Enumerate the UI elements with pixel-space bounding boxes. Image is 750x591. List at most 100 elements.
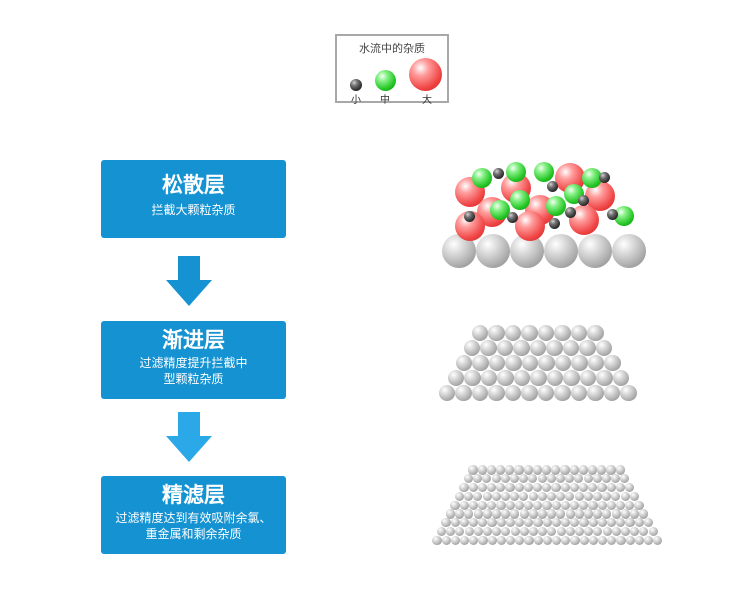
fine-media-ball <box>533 500 543 510</box>
fine-media-ball <box>519 509 529 519</box>
gradual-media-ball <box>579 339 596 357</box>
gradual-media-ball <box>463 339 481 357</box>
fine-media-ball <box>547 509 557 519</box>
medium-impurity <box>506 162 526 182</box>
fine-media-ball <box>611 527 621 537</box>
fine-media-ball <box>611 491 621 501</box>
fine-media-ball <box>500 491 511 501</box>
gradual-media-ball <box>562 339 580 357</box>
fine-media-ball <box>574 491 584 501</box>
fine-media-ball <box>551 465 561 475</box>
gradual-media-ball <box>488 384 505 402</box>
fine-media-ball <box>506 535 516 545</box>
fine-media-ball <box>441 518 451 528</box>
fine-media-ball <box>597 518 607 528</box>
gradual-media-ball <box>513 369 531 387</box>
fine-layer-desc-line2: 重金属和剩余杂质 <box>145 527 242 541</box>
fine-media-ball <box>459 500 469 510</box>
loose-layer-title: 松散层 <box>162 173 225 197</box>
fine-media-ball <box>607 535 617 545</box>
fine-media-ball <box>579 483 589 493</box>
fine-media-ball <box>523 483 533 493</box>
fine-media-ball <box>570 535 580 545</box>
fine-media-ball <box>583 474 593 484</box>
fine-media-ball <box>482 474 492 484</box>
fine-media-ball <box>597 483 607 493</box>
gradual-media-ball <box>447 369 465 387</box>
fine-media-ball <box>491 509 502 519</box>
legend-medium-particle-icon <box>375 70 396 91</box>
gradual-layer-desc-line2: 型颗粒杂质 <box>163 372 224 386</box>
fine-media-ball <box>514 500 524 510</box>
fine-media-ball <box>533 535 543 545</box>
fine-media-ball <box>565 474 575 484</box>
fine-media-ball <box>598 535 608 545</box>
fine-media-ball <box>546 491 557 501</box>
fine-media-ball <box>625 500 635 510</box>
small-impurity <box>564 206 576 218</box>
fine-media-ball <box>505 483 515 493</box>
fine-media-ball <box>492 527 502 537</box>
fine-media-ball <box>478 518 488 528</box>
gradual-media-ball <box>521 354 539 372</box>
gradual-media-ball <box>521 324 538 342</box>
fine-media-ball <box>486 465 496 475</box>
medium-impurity <box>546 196 566 216</box>
fine-media-ball <box>616 500 626 510</box>
down-arrow-icon <box>166 412 212 462</box>
fine-media-ball <box>620 474 630 484</box>
gradual-media-ball <box>603 384 621 402</box>
fine-media-ball <box>630 527 640 537</box>
gradual-media-ball <box>612 369 630 387</box>
fine-media-ball <box>602 509 612 519</box>
fine-media-ball <box>583 491 593 501</box>
fine-media-ball <box>625 518 635 528</box>
legend-label-small: 小 <box>351 95 361 106</box>
medium-impurity <box>582 168 602 188</box>
gradual-media-ball <box>504 384 522 402</box>
fine-media-ball <box>556 527 566 537</box>
fine-media-ball <box>597 500 607 510</box>
fine-media-ball <box>454 491 465 501</box>
fine-layer-box: 精滤层 过滤精度达到有效吸附余氯、 重金属和剩余杂质 <box>101 476 286 554</box>
fine-media-ball <box>560 500 570 510</box>
gradual-media-ball <box>480 339 497 357</box>
fine-media-ball <box>542 483 552 493</box>
fine-media-ball <box>510 491 520 501</box>
fine-media-ball <box>620 527 631 537</box>
fine-media-ball <box>538 527 548 537</box>
fine-media-ball <box>634 535 644 545</box>
fine-media-ball <box>446 527 456 537</box>
fine-media-ball <box>537 491 547 501</box>
fine-media-ball <box>583 509 594 519</box>
gradual-media-ball <box>521 384 538 402</box>
fine-media-ball <box>629 509 640 519</box>
fine-media-ball <box>441 535 451 545</box>
legend-title: 水流中的杂质 <box>359 42 425 55</box>
gradual-layer-title: 渐进层 <box>162 328 225 352</box>
small-impurity <box>598 171 610 183</box>
gradual-media-ball <box>530 369 547 387</box>
fine-media-ball <box>460 535 470 545</box>
gradual-media-ball <box>480 369 498 387</box>
fine-media-ball <box>565 527 575 537</box>
small-impurity <box>548 217 560 229</box>
gradual-layer-desc-line1: 过滤精度提升拦截中 <box>139 356 248 370</box>
gradual-media-ball <box>497 369 514 387</box>
fine-media-ball <box>625 535 635 545</box>
gradual-media-ball <box>546 369 564 387</box>
gradual-media-ball <box>504 324 522 342</box>
fine-media-ball <box>593 527 603 537</box>
fine-media-ball <box>578 465 588 475</box>
gradual-media-ball <box>537 384 555 402</box>
loose-layer-box: 松散层 拦截大颗粒杂质 <box>101 160 286 238</box>
fine-media-ball <box>552 535 562 545</box>
fine-media-ball <box>505 500 515 510</box>
fine-media-ball <box>616 518 626 528</box>
fine-media-ball <box>597 465 607 475</box>
fine-media-ball <box>528 509 538 519</box>
small-impurity <box>606 208 618 220</box>
gradual-media-ball <box>595 339 613 357</box>
fine-media-ball <box>464 491 474 501</box>
fine-media-ball <box>620 491 630 501</box>
